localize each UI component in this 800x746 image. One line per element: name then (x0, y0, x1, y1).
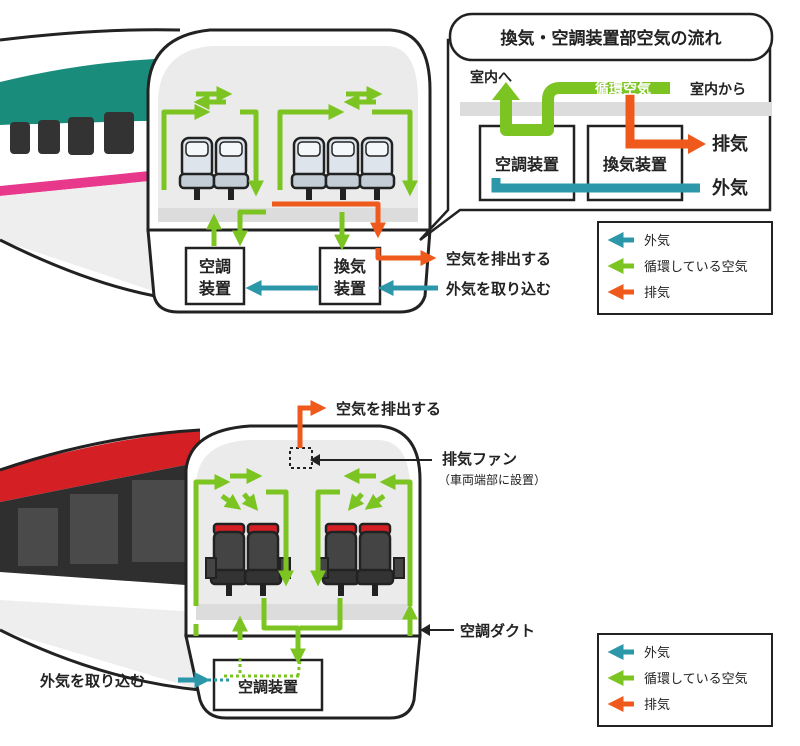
ac-box-label-top-line1: 空調 (199, 257, 231, 276)
ac-box-label-top-line2: 装置 (198, 279, 231, 298)
intake-label-top: 外気を取り込む (445, 280, 551, 298)
exhaust-flow-bottom (297, 399, 327, 448)
red-stripe (0, 430, 200, 502)
callout-panel: 換気・空調装置部空気の流れ 室内へ 循環空気 室内から 空調装置 換気装置 排気… (419, 12, 774, 241)
legend-top: 外気 循環している空気 排気 (597, 221, 773, 315)
circulating-flow-bottom (193, 467, 419, 665)
exhaust-label-bottom: 空気を排出する (336, 400, 441, 418)
callout-exhaust-flow (625, 94, 690, 149)
seat (243, 522, 283, 598)
callout-vent-label: 換気装置 (603, 155, 667, 174)
callout-indoor-from: 室内から (690, 81, 746, 98)
fan-note: （車両端部に設置） (438, 472, 546, 487)
legend-top-outside: 外気 (644, 233, 670, 249)
legend-bottom-circulating: 循環している空気 (644, 671, 748, 687)
green-stripe (0, 58, 180, 125)
exhaust-flow-top (272, 201, 437, 267)
legend-bottom-exhaust: 排気 (644, 697, 670, 713)
train-window (68, 117, 94, 155)
exhaust-fan-box (289, 447, 313, 469)
callout-title: 換気・空調装置部空気の流れ (501, 28, 722, 49)
top-train: 空調装置 換気装置 空気を排出する 外気を取り込む (0, 28, 551, 314)
circulating-flow-top (161, 85, 419, 251)
ac-box-top (184, 246, 246, 306)
vent-box-label-top: 換気装置 (333, 257, 366, 298)
ac-box-label-bottom: 空調装置 (238, 678, 298, 696)
intake-label-bottom: 外気を取り込む (39, 672, 145, 690)
ac-box-label-top: 空調装置 (198, 257, 231, 298)
callout-outside-air: 外気 (712, 177, 748, 199)
bottom-train: 空気を排出する 排気ファン （車両端部に設置） 空調ダクト 外気を取り込む 空調… (0, 399, 546, 720)
vent-box-label-top-line2: 装置 (333, 279, 366, 298)
callout-circulating: 循環空気 (595, 81, 651, 98)
vent-box-top (318, 246, 382, 306)
callout-exhaust: 排気 (712, 133, 748, 155)
seat (355, 522, 395, 598)
legend-top-circulating: 循環している空気 (644, 259, 748, 275)
fan-label: 排気ファン (442, 450, 517, 468)
legend-top-exhaust: 排気 (644, 285, 670, 301)
vent-box-label-top-line1: 換気 (334, 257, 366, 276)
train-window (104, 112, 134, 154)
callout-circulating-flow (500, 82, 670, 136)
callout-outside-flow (491, 178, 700, 193)
callout-indoor-to: 室内へ (470, 69, 512, 86)
callout-ac-label: 空調装置 (495, 155, 559, 174)
ac-box-bottom (212, 658, 324, 712)
legend-bottom-outside: 外気 (644, 645, 670, 661)
exhaust-label-top: 空気を排出する (446, 250, 551, 268)
duct-label: 空調ダクト (460, 622, 535, 640)
pink-stripe (0, 168, 180, 196)
train-window (10, 122, 30, 154)
legend-bottom: 外気 循環している空気 排気 (597, 633, 773, 727)
train-window (38, 120, 60, 154)
callout-title-bubble (448, 12, 774, 62)
